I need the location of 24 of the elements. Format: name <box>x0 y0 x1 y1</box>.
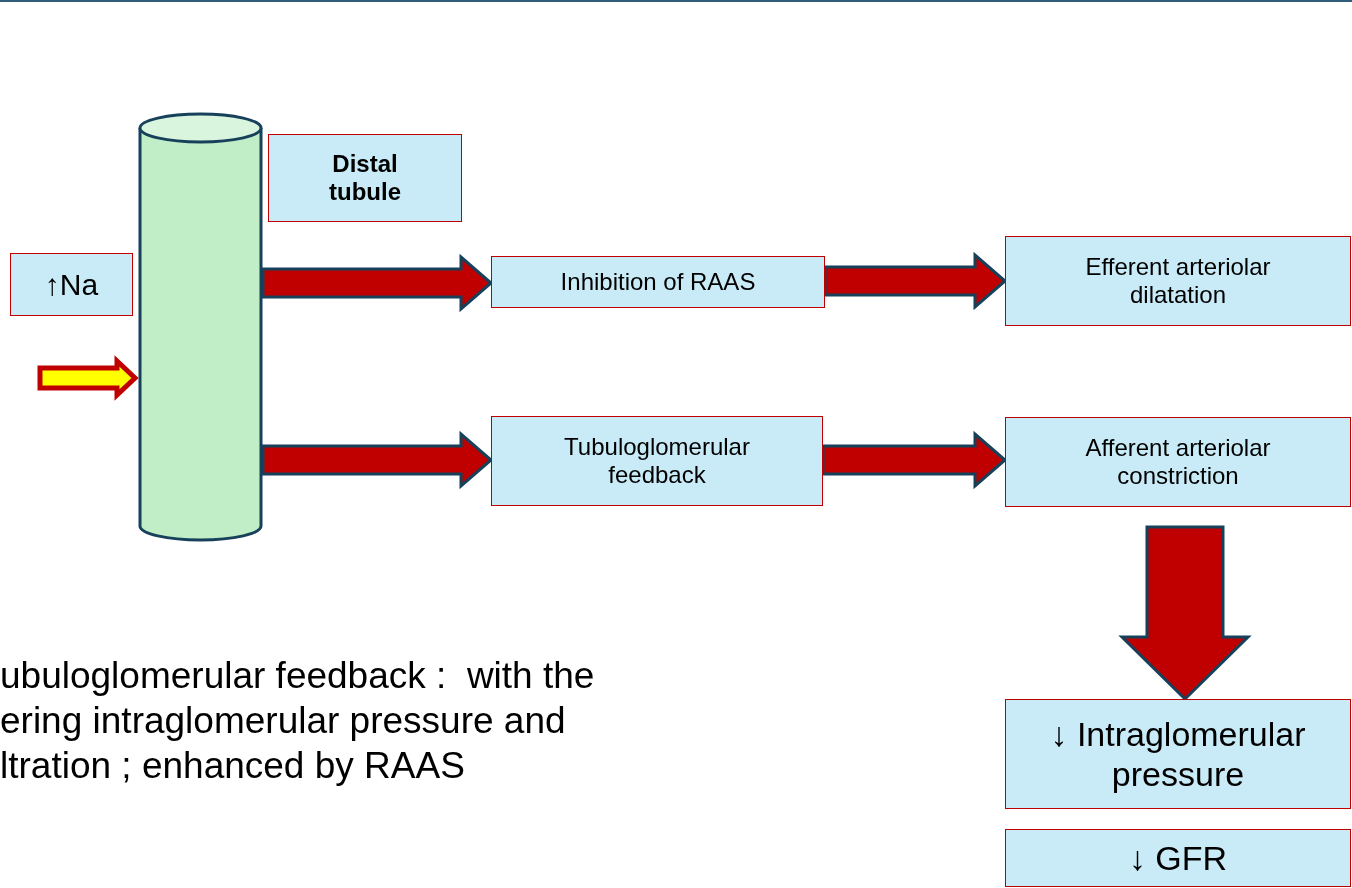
process-box <box>491 416 823 506</box>
box-label: Distal tubule <box>328 149 402 207</box>
box-label: ↓ Intraglomerular pressure <box>1049 713 1307 795</box>
process-box <box>491 256 825 308</box>
box-label: ↓ GFR <box>1128 837 1228 879</box>
note-text: ubuloglomerular feedback : with the ering intraglomerular pressure and ltration ; enhanced by RAAS <box>0 654 596 788</box>
box-label: Tubuloglomerular feedback <box>563 432 751 490</box>
arrow <box>821 430 1008 490</box>
box-label: Efferent arteriolar dilatation <box>1084 252 1272 310</box>
process-box <box>1005 417 1351 507</box>
arrow <box>37 355 139 401</box>
process-box <box>1005 699 1351 809</box>
box-label: Afferent arteriolar constriction <box>1084 433 1272 491</box>
process-box <box>10 253 133 316</box>
process-box <box>268 134 462 222</box>
arrow <box>1118 525 1252 702</box>
tubule-cylinder <box>138 112 263 542</box>
process-box <box>1005 236 1351 326</box>
arrow <box>261 253 494 313</box>
arrow <box>823 251 1008 311</box>
box-label: Inhibition of RAAS <box>560 267 756 297</box>
arrow <box>261 430 494 490</box>
process-box <box>1005 829 1351 887</box>
box-label: ↑Na <box>44 266 99 303</box>
